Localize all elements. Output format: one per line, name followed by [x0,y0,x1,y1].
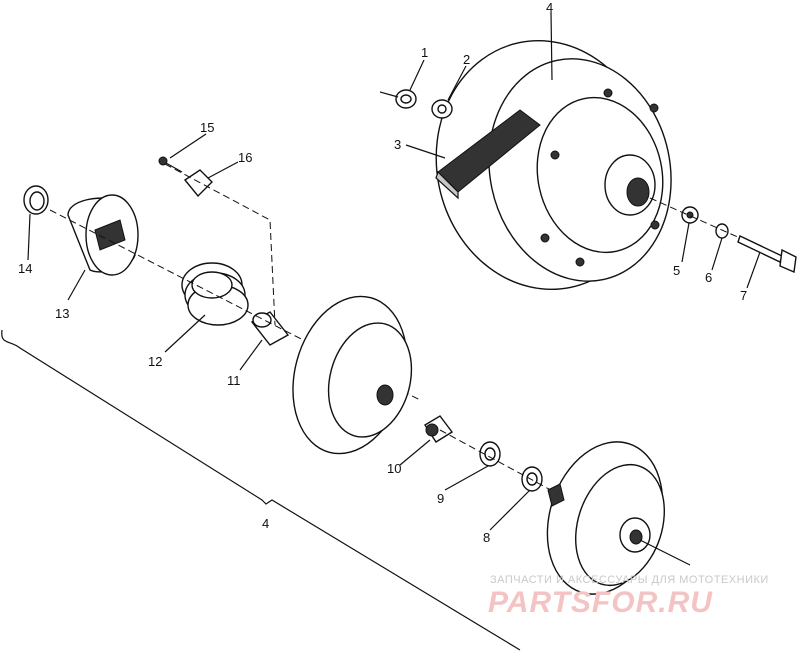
callout-9: 9 [437,491,444,506]
callout-14: 14 [18,261,32,276]
fixed-sheave [546,441,691,595]
leader-lines [27,11,761,531]
callout-6: 6 [705,270,712,285]
watermark-brand: PARTSFOR.RU [488,586,713,619]
spring-part-12 [181,262,249,326]
bushing-part-11 [250,311,290,346]
callout-15: 15 [200,120,214,135]
callout-10: 10 [387,461,401,476]
callout-labels: 1 2 3 4 5 6 7 8 9 10 11 12 13 14 15 16 4 [18,0,747,545]
callout-11: 11 [227,373,241,388]
callout-12: 12 [148,354,162,369]
washer-part-6 [715,223,729,239]
watermark: ЗАПЧАСТИ И АКСЕССУАРЫ ДЛЯ МОТОТЕХНИКИ PA… [488,574,769,619]
drive-belt [435,109,541,200]
callout-4-bracket: 4 [262,516,269,531]
screw-part-15 [158,156,183,173]
cam-part-13 [67,194,139,276]
watermark-tagline: ЗАПЧАСТИ И АКСЕССУАРЫ ДЛЯ МОТОТЕХНИКИ [490,574,769,586]
callout-3: 3 [394,137,401,152]
assembly-bracket [1,329,521,651]
callout-2: 2 [463,52,470,67]
movable-sheave [292,295,413,455]
sheave-assembly-top [435,39,672,291]
callout-7: 7 [740,288,747,303]
callout-1: 1 [421,45,428,60]
callout-5: 5 [673,263,680,278]
bolt-part-7 [737,235,797,274]
button-part-16 [183,169,213,198]
bushing-part-10 [424,415,454,443]
callout-16: 16 [238,150,252,165]
callout-13: 13 [55,306,69,321]
callout-8: 8 [483,530,490,545]
callout-4-top: 4 [546,0,553,15]
snap-ring-part-14 [23,185,49,215]
